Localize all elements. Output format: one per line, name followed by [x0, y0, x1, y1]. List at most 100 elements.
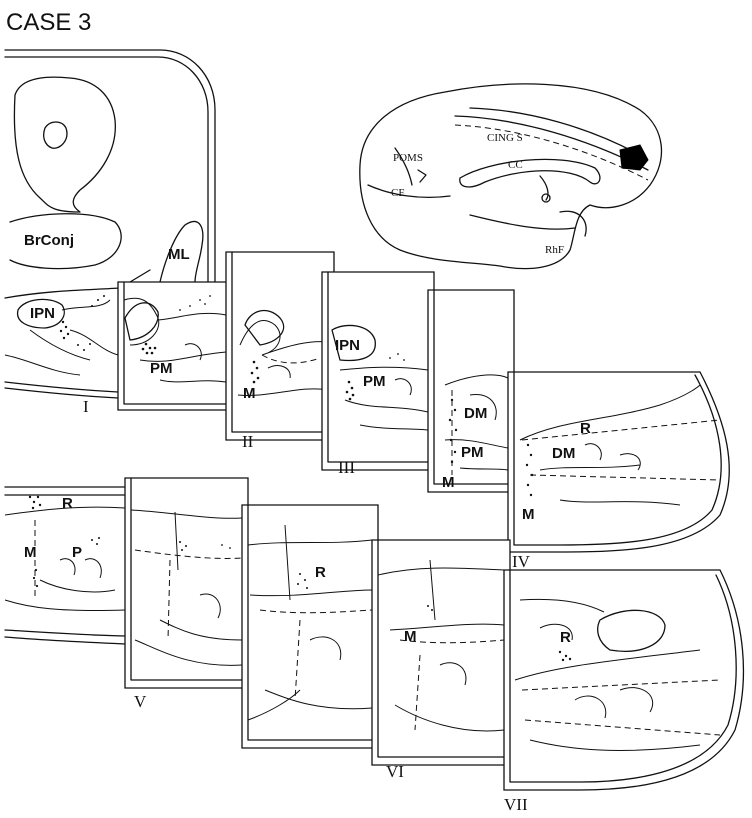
label-r-section-vi: R — [315, 564, 326, 581]
section-v2-dashed — [134, 549, 243, 641]
section-vi-a-panel: R — [241, 504, 379, 749]
section-iim-contours — [237, 320, 329, 396]
label-r-section-vii: R — [560, 629, 571, 646]
section-iim-inner-frame — [231, 251, 329, 433]
section-iv-frame — [507, 371, 730, 553]
label-m-section-35: M — [442, 474, 455, 491]
label-m-section-vi: M — [404, 628, 417, 645]
label-pm-section-iii: PM — [363, 373, 386, 390]
section-iii-frame — [321, 271, 435, 471]
cingulate-sulcus-fundus — [454, 124, 649, 181]
cingulate-sulcus-upper — [469, 107, 641, 156]
pons-ventral-surface — [4, 381, 119, 393]
section-vi-b-labeled-cells — [427, 605, 433, 611]
section-iii-labeled-cells — [345, 353, 405, 401]
ml-fiber — [129, 269, 151, 283]
section-vi-a-inner-frame — [247, 504, 373, 741]
label-pm-section-35: PM — [461, 444, 484, 461]
label-poms: POMS — [393, 152, 423, 164]
section-v-ventral-edge — [4, 629, 126, 637]
label-r-section-v: R — [62, 495, 73, 512]
section-vii-frame — [503, 569, 745, 791]
section-vii-labeled-cells — [558, 650, 572, 662]
section-iim-ipn — [244, 309, 285, 346]
poms-sulcus — [417, 169, 427, 183]
section-v-labeled-cells — [28, 495, 100, 588]
section-vi-a-contours — [247, 524, 373, 721]
section-v2-frame — [124, 477, 249, 689]
roman-i: I — [83, 397, 89, 416]
section-vi-b-panel: M VI — [371, 539, 511, 781]
label-ipn: IPN — [30, 305, 55, 322]
brain-outline — [359, 83, 663, 270]
section-iv-labeled-cells — [525, 443, 534, 497]
section-dm-panel: DM PM M — [427, 289, 515, 493]
section-iii-ipn-outline — [331, 324, 376, 362]
anterior-commissure — [541, 193, 551, 203]
section-vi-b-dashed — [399, 639, 505, 731]
label-pm-section-i: PM — [150, 360, 173, 377]
label-r-section-iv: R — [580, 420, 591, 437]
section-iii-contours — [339, 366, 429, 431]
section-v2-inner-frame — [130, 477, 243, 681]
cerebral-aqueduct — [43, 121, 68, 149]
section-ii-m-panel: M II — [225, 251, 335, 451]
section-iv-dashed — [521, 419, 721, 481]
roman-ii: II — [242, 432, 254, 451]
aqueduct-region — [13, 76, 116, 213]
section-v-panel: R P M — [4, 486, 126, 645]
section-iim-labeled-cells — [250, 360, 260, 384]
label-m-section-ii: M — [243, 385, 256, 402]
rhinal-fissure — [469, 214, 576, 230]
section-vii-panel: R VII — [503, 569, 745, 814]
section-iim-dashed — [261, 354, 321, 364]
section-iv-contours — [519, 384, 701, 506]
label-p-section-v: P — [72, 544, 82, 561]
section-vii-contours — [514, 598, 701, 751]
section-vi-a-labeled-cells — [297, 573, 308, 589]
roman-vi: VI — [386, 762, 404, 781]
section-vi-b-contours — [377, 559, 505, 732]
section-dm-inner-frame — [433, 289, 509, 485]
section-vi-a-dashed — [259, 609, 373, 701]
section-ii-panel: PM — [117, 281, 233, 411]
cingulate-sulcus — [454, 115, 649, 171]
section-iv-inner-frame — [513, 371, 722, 546]
section-iii-panel: IPN PM III — [321, 271, 435, 477]
label-ml: ML — [168, 246, 190, 263]
section-ii-ipn — [124, 302, 159, 341]
medial-lemniscus — [159, 220, 204, 283]
injection-site — [619, 144, 649, 171]
label-ipn-section-iii: IPN — [335, 337, 360, 354]
section-ii-inner-frame — [123, 281, 227, 405]
label-rhf: RhF — [545, 244, 564, 256]
roman-vii: VII — [504, 795, 528, 814]
section-dm-frame — [427, 289, 515, 493]
section-vii-inner-frame — [509, 569, 737, 783]
corpus-callosum — [459, 158, 601, 188]
medial-brain-view: CING S POMS CC CF RhF — [359, 83, 663, 270]
label-dm-section-iv: DM — [552, 445, 575, 462]
label-cc: CC — [508, 159, 523, 171]
section-dm-contours — [444, 374, 509, 471]
ipn-outline — [16, 298, 65, 329]
fornix — [539, 175, 549, 201]
section-vii-dashed — [521, 679, 721, 736]
label-brconj: BrConj — [24, 232, 74, 249]
section-outer-edge — [4, 49, 216, 283]
section-v-frame-panel: V — [124, 477, 249, 711]
section-iim-frame — [225, 251, 335, 441]
figure-title: CASE 3 — [6, 9, 91, 36]
section-i-labeled-cells — [59, 295, 105, 351]
section-dm-labeled-cells — [448, 398, 458, 464]
section-vii-blob — [597, 609, 666, 652]
section-v-contours — [4, 506, 126, 612]
section-iii-inner-frame — [327, 271, 429, 463]
section-outer-edge-inner — [4, 56, 209, 283]
label-m-section-iv: M — [522, 506, 535, 523]
section-v2-contours — [130, 509, 243, 666]
label-cf: CF — [391, 187, 404, 199]
section-v2-labeled-cells — [179, 541, 231, 551]
label-dm-section-35: DM — [464, 405, 487, 422]
